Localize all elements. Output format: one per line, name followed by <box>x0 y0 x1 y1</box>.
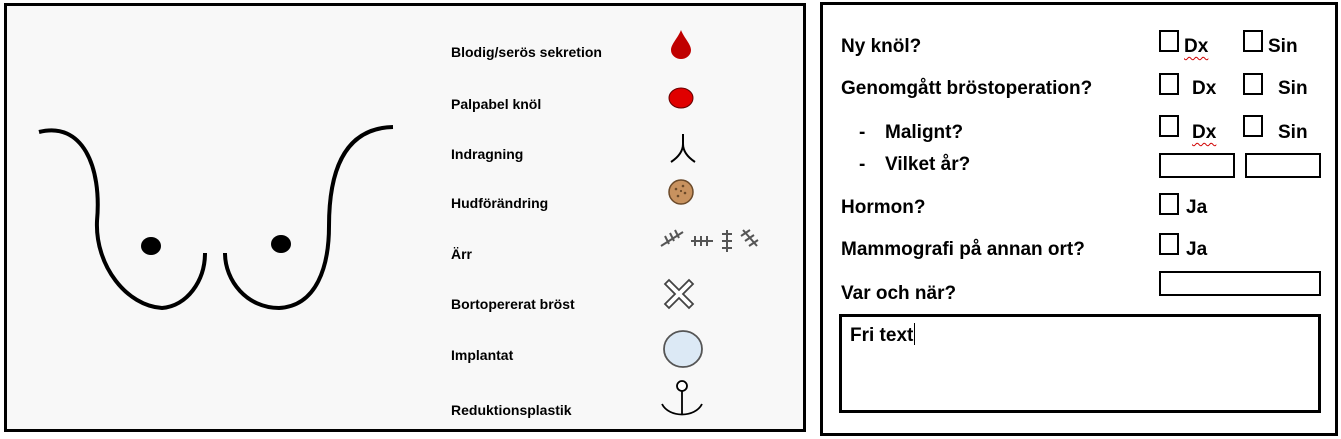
skin-change-icon <box>668 179 694 205</box>
malignant-sin-checkbox[interactable] <box>1243 115 1263 137</box>
x-cross-icon <box>663 278 695 310</box>
new-lump-sin-label: Sin <box>1268 36 1298 57</box>
right-breast-outline <box>223 125 394 311</box>
breast-surgery-sin-checkbox[interactable] <box>1243 73 1263 95</box>
question-which-year-text: Vilket år? <box>885 154 971 175</box>
breast-surgery-dx-checkbox[interactable] <box>1159 73 1179 95</box>
question-mammography-elsewhere: Mammografi på annan ort? <box>841 239 1085 260</box>
right-nipple <box>271 235 291 253</box>
left-breast-outline <box>38 128 207 311</box>
question-where-when: Var och när? <box>841 283 957 304</box>
blood-drop-icon <box>671 30 691 59</box>
legend-label-palpable-lump: Palpabel knöl <box>451 96 542 112</box>
red-dot-icon <box>668 87 694 109</box>
legend-label-retraction: Indragning <box>451 146 524 162</box>
anchor-icon <box>661 380 703 416</box>
mammography-ja-label: Ja <box>1186 239 1208 260</box>
question-which-year: -Vilket år? <box>859 154 970 176</box>
malignant-sin-label: Sin <box>1278 122 1308 143</box>
text-cursor <box>914 323 916 345</box>
sub-dash: - <box>859 122 866 143</box>
legend-label-implant: Implantat <box>451 347 514 363</box>
free-text-area[interactable]: Fri text <box>839 314 1321 413</box>
year-sin-input[interactable] <box>1245 153 1321 178</box>
sub-dash: - <box>859 154 866 175</box>
legend-label-scar: Ärr <box>451 246 473 262</box>
question-breast-surgery: Genomgått bröstoperation? <box>841 78 1093 99</box>
retraction-icon <box>670 134 696 163</box>
breast-surgery-sin-label: Sin <box>1278 78 1308 99</box>
new-lump-sin-checkbox[interactable] <box>1243 30 1263 52</box>
diagram-panel: Blodig/serös sekretion Palpabel knöl Ind… <box>4 3 806 432</box>
legend-label-removed-breast: Bortopererat bröst <box>451 296 575 312</box>
breast-diagram <box>38 125 394 311</box>
free-text-value: Fri text <box>850 325 914 346</box>
year-dx-input[interactable] <box>1159 153 1235 178</box>
where-when-input[interactable] <box>1159 271 1321 296</box>
question-malignant-text: Malignt? <box>885 122 964 143</box>
new-lump-dx-checkbox[interactable] <box>1159 30 1179 52</box>
question-malignant: -Malignt? <box>859 122 963 144</box>
legend-label-bloody-discharge: Blodig/serös sekretion <box>451 44 602 60</box>
breast-surgery-dx-label: Dx <box>1192 78 1217 99</box>
malignant-dx-label: Dx <box>1192 122 1217 143</box>
left-nipple <box>141 237 161 255</box>
form-panel: Ny knöl? Dx Sin Genomgått bröstoperation… <box>820 2 1338 436</box>
hormone-ja-label: Ja <box>1186 197 1208 218</box>
question-hormone: Hormon? <box>841 197 926 218</box>
mammography-ja-checkbox[interactable] <box>1159 233 1179 255</box>
new-lump-dx-label: Dx <box>1184 36 1209 57</box>
implant-circle-icon <box>663 330 703 368</box>
hormone-ja-checkbox[interactable] <box>1159 193 1179 215</box>
legend-label-reduction-plasty: Reduktionsplastik <box>451 402 572 418</box>
question-new-lump: Ny knöl? <box>841 36 922 57</box>
scar-icon <box>660 229 759 252</box>
malignant-dx-checkbox[interactable] <box>1159 115 1179 137</box>
legend-label-skin-change: Hudförändring <box>451 195 549 211</box>
